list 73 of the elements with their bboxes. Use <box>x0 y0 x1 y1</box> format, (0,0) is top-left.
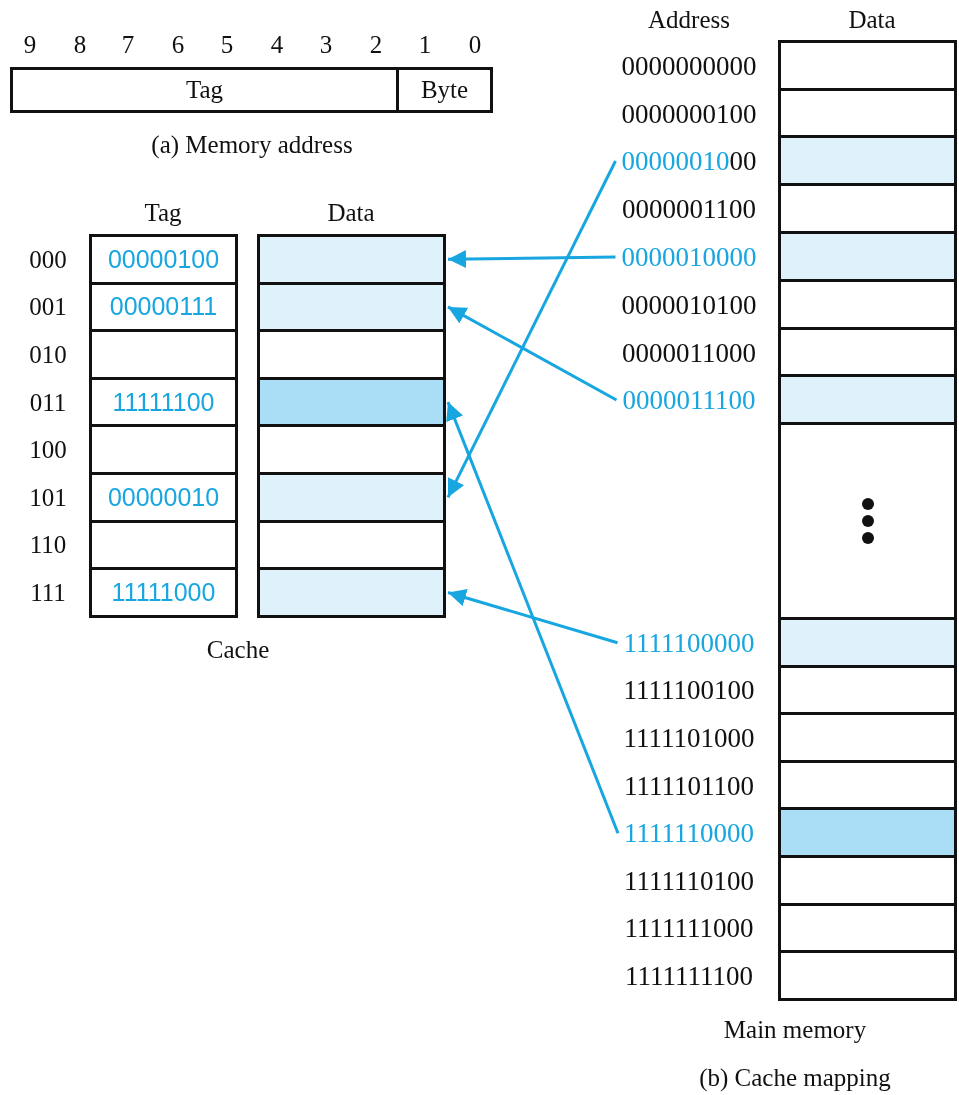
caption: Cache <box>206 636 270 664</box>
tag-cell <box>89 329 238 380</box>
tag-cell <box>89 424 238 475</box>
address-text: 1111100000 <box>623 627 755 659</box>
bit-number: 4 <box>270 31 284 59</box>
bit-number: 0 <box>468 31 482 59</box>
memory-cell <box>778 231 957 282</box>
address-text: 0000011100 <box>622 384 756 416</box>
memory-cell <box>778 807 957 858</box>
memory-cell <box>778 279 957 330</box>
arrow <box>446 401 620 834</box>
bit-number: 1 <box>418 31 432 59</box>
tag-cell: 00000100 <box>89 234 238 285</box>
arrow <box>446 160 617 498</box>
address-field: Tag <box>10 67 399 113</box>
row-index: 011 <box>29 388 67 417</box>
row-index: 100 <box>29 436 67 465</box>
bit-number: 7 <box>121 31 135 59</box>
memory-cell <box>778 950 957 1001</box>
memory-cell <box>778 712 957 763</box>
address-text: 0000010000 <box>621 241 757 273</box>
bit-number: 6 <box>171 31 185 59</box>
memory-cell <box>778 183 957 234</box>
caption: (b) Cache mapping <box>699 1064 891 1092</box>
row-index: 001 <box>29 293 67 322</box>
tag-cell: 11111000 <box>89 567 238 618</box>
row-index: 000 <box>29 245 67 274</box>
row-index: 010 <box>29 341 67 369</box>
address-text: 0000000100 <box>621 98 757 129</box>
memory-cell <box>778 422 957 620</box>
address-text: 1111110000 <box>624 817 754 849</box>
data-cell <box>257 234 446 285</box>
caption: (a) Memory address <box>151 131 353 159</box>
memory-cell <box>778 135 957 186</box>
row-index: 110 <box>29 531 67 560</box>
data-cell <box>257 472 446 523</box>
bit-number: 3 <box>319 31 333 59</box>
memory-cell <box>778 855 957 906</box>
column-header: Tag <box>144 199 182 227</box>
memory-cell <box>778 617 957 668</box>
memory-cell <box>778 88 957 138</box>
row-index: 101 <box>29 483 67 512</box>
row-index: 111 <box>30 579 66 607</box>
bit-number: 8 <box>73 31 87 59</box>
arrow <box>447 589 618 645</box>
column-header: Address <box>648 6 730 34</box>
address-text: 1111110100 <box>624 865 754 897</box>
bit-number: 5 <box>220 31 234 59</box>
arrow <box>447 250 616 269</box>
address-field: Byte <box>396 67 493 113</box>
column-header: Data <box>848 6 896 34</box>
address-text: 0000001000 <box>621 145 757 177</box>
address-text: 1111101100 <box>624 770 754 802</box>
data-cell <box>257 567 446 618</box>
address-text: 0000001100 <box>622 193 756 225</box>
address-text: 1111111000 <box>624 912 754 944</box>
memory-cell <box>778 374 957 425</box>
address-text: 0000000000 <box>621 50 757 82</box>
data-cell <box>257 329 446 380</box>
bit-number: 9 <box>23 31 37 59</box>
bit-number: 2 <box>369 31 383 59</box>
address-text: 1111100100 <box>623 674 755 706</box>
address-text: 1111111100 <box>625 960 753 992</box>
memory-cell <box>778 40 957 91</box>
caption: Main memory <box>723 1016 867 1044</box>
address-text: 0000011000 <box>622 337 756 368</box>
data-cell <box>257 424 446 475</box>
memory-cell <box>778 327 957 377</box>
column-header: Data <box>327 199 375 227</box>
address-text: 0000010100 <box>621 289 757 321</box>
arrow <box>447 305 618 402</box>
address-text: 1111101000 <box>623 722 755 754</box>
tag-cell: 00000010 <box>89 472 238 523</box>
